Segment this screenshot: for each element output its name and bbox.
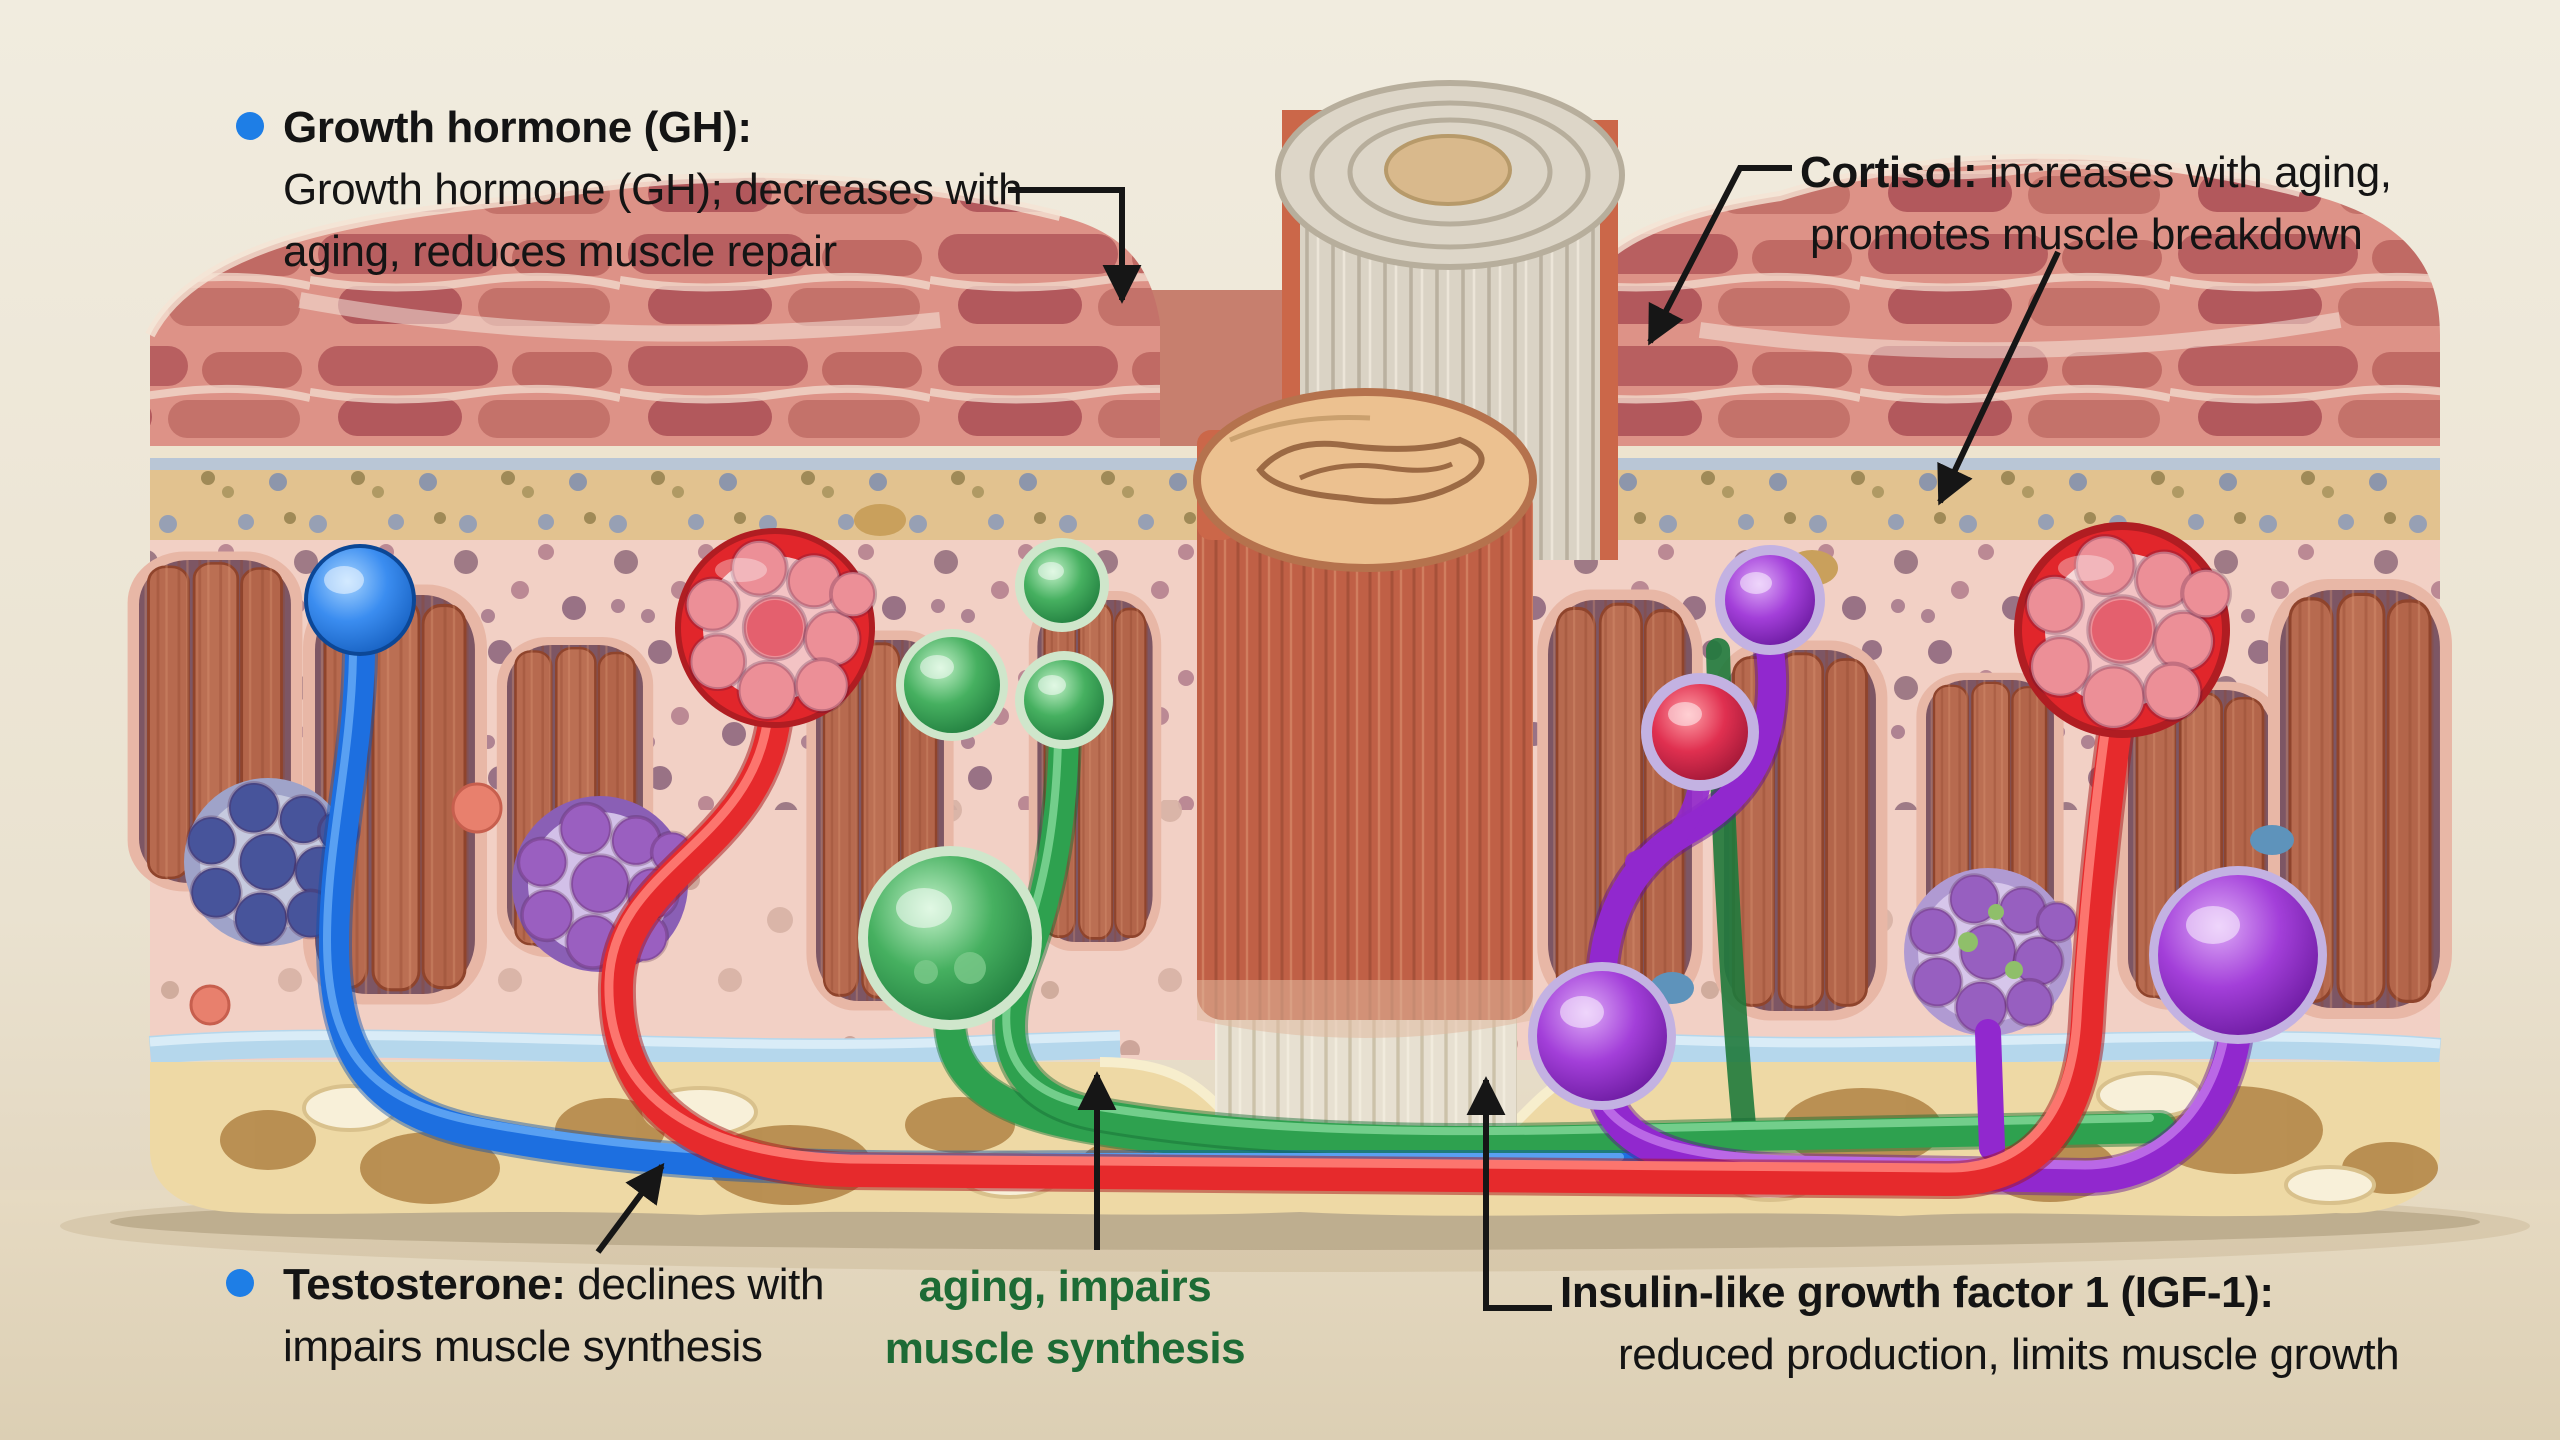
igf1-green-tube [933, 638, 2178, 1167]
igf1-bulb-small-top [1015, 538, 1109, 632]
cortisol-desc-1: increases with aging, [1977, 148, 2392, 197]
growth-hormone-desc-2: aging, reduces muscle repair [283, 227, 837, 276]
testosterone-desc-2: impairs muscle synthesis [283, 1322, 763, 1371]
leader-testosterone [595, 1162, 665, 1254]
aging-note-line-1: aging, impairs [918, 1262, 1212, 1311]
testosterone-bulb [304, 544, 416, 656]
igf1-bulb-large [858, 846, 1042, 1030]
leader-cortisol-left [1647, 165, 1792, 346]
label-cortisol: Cortisol: increases with aging, promotes… [1800, 142, 2392, 266]
growth-hormone-desc-1: Growth hormone (GH); decreases with [283, 165, 1023, 214]
leader-growth-hormone [1008, 187, 1142, 304]
cortisol-desc-2: promotes muscle breakdown [1810, 210, 2363, 259]
label-growth-hormone: Growth hormone (GH): Growth hormone (GH)… [283, 97, 1023, 283]
igf1-bulb-small-mid [1015, 651, 1113, 749]
label-testosterone: Testosterone: declines with impairs musc… [283, 1254, 824, 1378]
bullet-icon-testosterone [226, 1269, 254, 1297]
cortisol-bulb-large [2149, 866, 2327, 1044]
leader-cortisol-right [1937, 250, 2061, 506]
label-igf1: Insulin-like growth factor 1 (IGF-1): re… [1560, 1262, 2400, 1386]
central-fiber-bundle [1193, 388, 1537, 1170]
floor [0, 1190, 2560, 1440]
label-aging-note: aging, impairs muscle synthesis [830, 1256, 1300, 1380]
gh-red-tube [597, 697, 2136, 1200]
gh-berry-head-left [675, 528, 878, 728]
cortisol-term: Cortisol: [1800, 148, 1978, 197]
cortisol-bulb-top [1715, 545, 1825, 655]
purple-berry-cluster-right [1904, 868, 2079, 1036]
growth-hormone-term: Growth hormone (GH): [283, 103, 752, 152]
leader-lines [595, 165, 2061, 1311]
igf1-desc-2: reduced production, limits muscle growth [1618, 1330, 2400, 1379]
leader-igf1 [1466, 1076, 1552, 1311]
crimson-bulb [1641, 673, 1759, 791]
mesh-cluster [184, 778, 361, 947]
igf1-term: Insulin-like growth factor 1 (IGF-1): [1560, 1268, 2274, 1317]
igf1-bulb-medium [896, 629, 1008, 741]
testosterone-desc-1: declines with [565, 1260, 825, 1309]
testosterone-term: Testosterone: [283, 1260, 566, 1309]
meat-layer-left [150, 177, 1160, 472]
hormone-bulbs [304, 522, 2327, 1110]
gh-berry-head-right [2014, 522, 2230, 738]
bullet-icon-growth-hormone [236, 112, 264, 140]
meat-layer-right [1570, 158, 2440, 472]
aging-note-line-2: muscle synthesis [884, 1324, 1246, 1373]
hormone-tubes [315, 633, 2254, 1200]
cortisol-bulb-mid [1528, 962, 1676, 1110]
